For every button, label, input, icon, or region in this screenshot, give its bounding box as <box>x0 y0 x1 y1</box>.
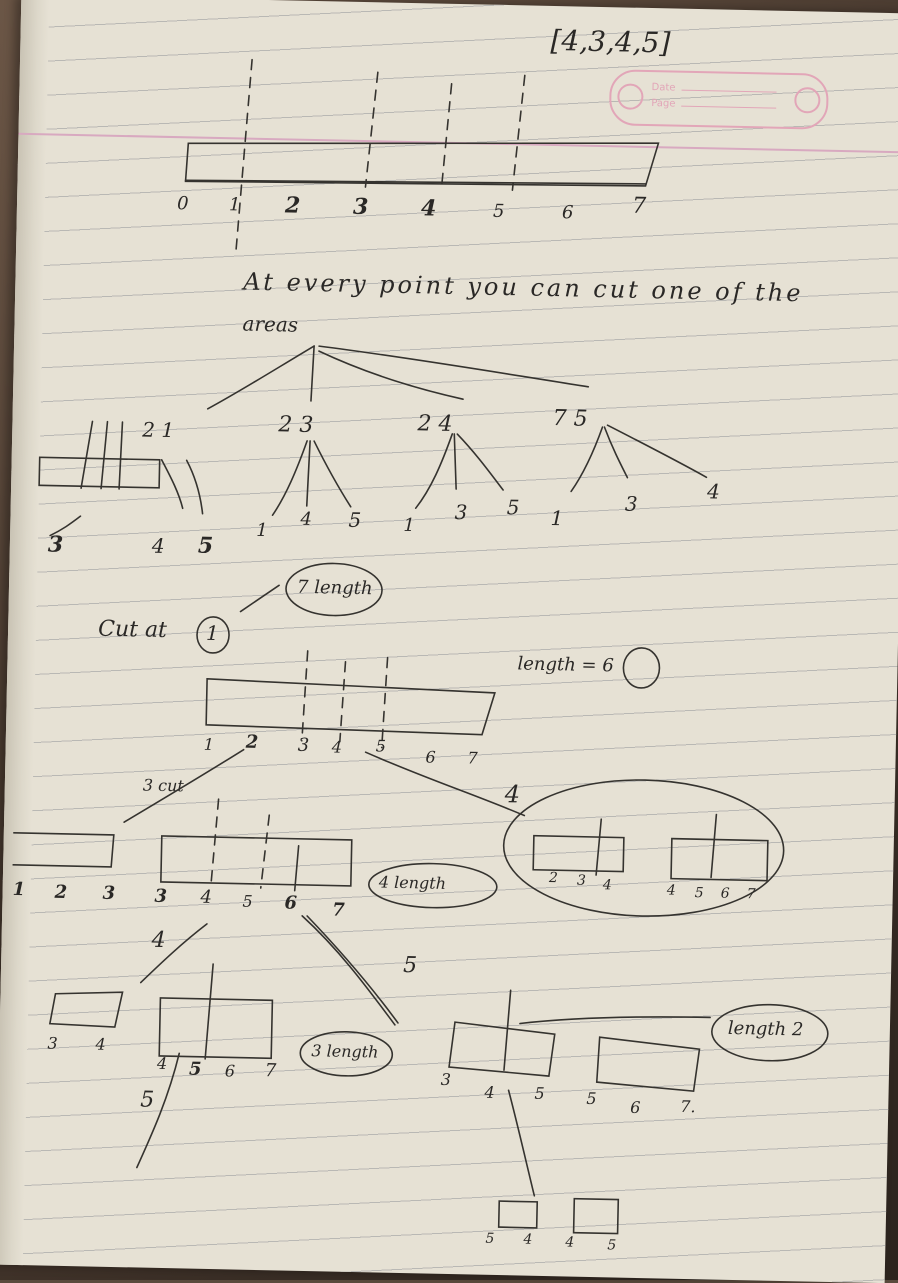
ruler-tick: 2 <box>284 192 301 219</box>
tree-leaf: 4 <box>151 533 165 558</box>
lower-tick: 6 <box>284 892 298 914</box>
tree-node: 2 1 <box>142 417 175 443</box>
tree-leaf: 3 <box>47 531 64 558</box>
ruler2-tick: 2 <box>245 731 259 753</box>
tree-node: 2 4 <box>417 411 453 437</box>
length-6-note: length = 6 <box>517 653 615 677</box>
circle-tick: 2 <box>548 870 559 887</box>
tree-leaf: 1 <box>256 519 268 542</box>
box-tick: 3 <box>440 1069 452 1090</box>
bottom-tick: 4 <box>565 1234 575 1251</box>
lower-tick: 4 <box>200 886 213 909</box>
ruler-tick: 0 <box>176 193 189 215</box>
box-tick: 4 <box>484 1082 495 1102</box>
tree-node: 2 3 <box>278 412 314 439</box>
edge-label: 5 <box>402 953 418 979</box>
bottom-tick: 5 <box>607 1237 617 1254</box>
length-2-note: length 2 <box>727 1017 804 1041</box>
ruler-tick: 1 <box>228 194 241 216</box>
circle-tick: 4 <box>602 877 612 894</box>
tree-leaf: 5 <box>348 507 362 533</box>
box-tick: 7 <box>264 1060 277 1082</box>
lower-tick: 2 <box>54 881 68 903</box>
three-cut-note: 3 cut <box>142 775 185 796</box>
cut-at-value: 1 <box>205 620 220 646</box>
ruler2-tick: 4 <box>331 737 343 757</box>
ruler2-tick: 6 <box>425 747 436 767</box>
ruler-tick: 6 <box>561 202 574 224</box>
tree-node: 7 5 <box>552 406 588 432</box>
box-tick: 7. <box>680 1096 696 1117</box>
bottom-tick: 5 <box>485 1230 495 1247</box>
cut-at-label: Cut at <box>97 616 168 644</box>
lower-tick: 3 <box>102 882 116 904</box>
box-tick: 5 <box>534 1083 545 1104</box>
circle-tick: 3 <box>576 872 587 889</box>
tree-leaf: 4 <box>300 508 313 531</box>
bottom-tick: 4 <box>523 1231 533 1248</box>
edge-label: 4 <box>504 780 521 809</box>
tree-leaf: 5 <box>506 495 520 520</box>
circle-tick: 5 <box>694 885 704 902</box>
lower-tick: 7 <box>332 899 346 921</box>
three-length-note: 3 length <box>311 1041 379 1062</box>
box-tick: 5 <box>188 1058 202 1080</box>
circle-tick: 6 <box>720 885 730 902</box>
box-tick: 4 <box>95 1034 106 1054</box>
ruler-tick: 7 <box>631 193 647 219</box>
box-tick: 6 <box>630 1097 641 1118</box>
seven-length-note: 7 length <box>296 576 373 600</box>
edge-label: 5 <box>140 1087 155 1113</box>
ruler-tick: 4 <box>420 195 437 222</box>
ruler2-tick: 3 <box>297 734 310 757</box>
box-tick: 6 <box>224 1061 236 1081</box>
ruler-tick: 5 <box>492 200 505 222</box>
box-tick: 5 <box>586 1088 597 1109</box>
note-main-line-2: areas <box>242 311 299 337</box>
tree-leaf: 1 <box>403 514 416 537</box>
lower-tick: 3 <box>154 885 168 908</box>
tree-leaf: 5 <box>197 532 214 559</box>
box-tick: 3 <box>47 1033 58 1053</box>
lower-tick: 5 <box>242 891 253 911</box>
four-length-note: 4 length <box>378 872 447 893</box>
circle-tick: 7 <box>746 886 756 903</box>
ruler2-tick: 7 <box>467 748 478 768</box>
ruler2-tick: 1 <box>203 734 215 755</box>
tree-leaf: 3 <box>624 491 638 516</box>
lower-tick: 1 <box>12 878 26 901</box>
edge-label: 4 <box>151 927 166 954</box>
ruler-tick: 3 <box>352 193 369 221</box>
tree-leaf: 4 <box>706 479 721 504</box>
circle-tick: 4 <box>666 882 676 899</box>
box-tick: 4 <box>156 1053 168 1074</box>
tree-leaf: 3 <box>454 500 468 525</box>
ruler2-tick: 5 <box>375 736 387 756</box>
tree-leaf: 1 <box>550 506 564 531</box>
